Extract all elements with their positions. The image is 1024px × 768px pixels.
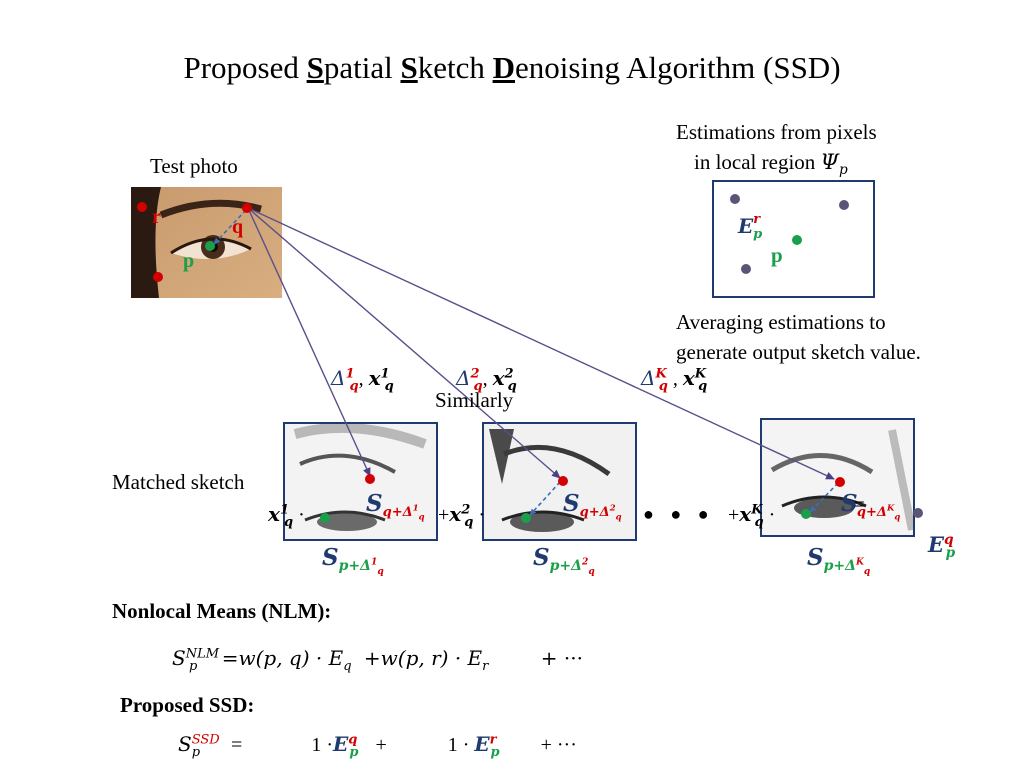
sketch-1-q-dot xyxy=(365,474,375,484)
point-r-label: r xyxy=(152,206,161,228)
point-q-label: q xyxy=(232,216,244,238)
ssd-equation: SSSDp = 1 ·Eqp + 1 · Erp + ··· xyxy=(178,732,577,760)
arrow-to-sketch-1 xyxy=(247,207,371,477)
sketch-s-q2: Sq+Δ2q xyxy=(563,490,622,522)
region-dot-3 xyxy=(741,264,751,274)
nlm-equation: SNLMp =w(p, q) · Eq +w(p, r) · Er + ··· xyxy=(172,646,583,674)
region-dot-1 xyxy=(730,194,740,204)
ssd-heading: Proposed SSD: xyxy=(120,693,255,717)
sketch-k-p-dot xyxy=(801,509,811,519)
offset-arrow-sketch-k xyxy=(809,482,839,513)
averaging-label-line2: generate output sketch value. xyxy=(676,340,921,364)
offset-label-2: Δ2q, x2q xyxy=(456,366,517,394)
ellipsis-dots: ● ● ● xyxy=(643,504,715,524)
sketch-2-q-dot xyxy=(558,476,568,486)
offset-arrow-sketch-2 xyxy=(529,481,561,516)
point-p-dot xyxy=(205,241,215,251)
sketch-s-p2: Sp+Δ2q xyxy=(533,544,595,577)
estimations-label-line1: Estimations from pixels xyxy=(676,120,877,144)
point-q-dot xyxy=(242,203,252,213)
neighbor-dot xyxy=(153,272,163,282)
arrow-to-sketch-k xyxy=(247,207,835,480)
offset-arrow-photo xyxy=(213,209,247,245)
coef-x1: x1q · xyxy=(268,502,305,530)
region-dot-2 xyxy=(839,200,849,210)
sketch-2-p-dot xyxy=(521,513,531,523)
estimations-label-line2: in local region Ψp xyxy=(694,150,848,179)
sketch-s-qk: S=q+ΔKq xyxy=(841,490,901,522)
arrow-to-sketch-2 xyxy=(247,207,561,479)
sketch-patch-k xyxy=(760,418,915,537)
sketch-image-1 xyxy=(285,424,436,539)
averaging-label-line1: Averaging estimations to xyxy=(676,310,886,334)
point-r-dot xyxy=(137,202,147,212)
region-e-label: Erp xyxy=(738,212,763,242)
sketch-image-2 xyxy=(484,424,635,539)
output-e-label: Eqp xyxy=(928,532,956,562)
coef-xk: +xKq · xyxy=(728,502,776,530)
output-dot xyxy=(913,508,923,518)
offset-label-1: Δ1q, x1q xyxy=(331,366,394,394)
point-p-label: p xyxy=(183,250,195,272)
offset-label-k: ΔKq , xKq xyxy=(641,366,708,394)
sketch-s-p1: Sp+Δ1q xyxy=(322,544,384,577)
region-center-dot xyxy=(792,235,802,245)
page-title: Proposed Spatial Sketch Denoising Algori… xyxy=(183,50,841,85)
sketch-s-q1: Sq+Δ1q xyxy=(366,490,425,522)
sketch-1-p-dot xyxy=(320,513,330,523)
similarly-label: Similarly xyxy=(435,388,514,412)
matched-sketch-label: Matched sketch xyxy=(112,470,245,494)
region-p-label: p xyxy=(771,243,783,267)
sketch-patch-2 xyxy=(482,422,637,541)
sketch-patch-1 xyxy=(283,422,438,541)
test-photo-label: Test photo xyxy=(150,154,238,178)
coef-x2: +x2q · xyxy=(438,502,486,530)
nlm-heading: Nonlocal Means (NLM): xyxy=(112,599,332,623)
sketch-k-q-dot xyxy=(835,477,845,487)
sketch-s-pk: Sp+ΔKq xyxy=(807,544,871,577)
